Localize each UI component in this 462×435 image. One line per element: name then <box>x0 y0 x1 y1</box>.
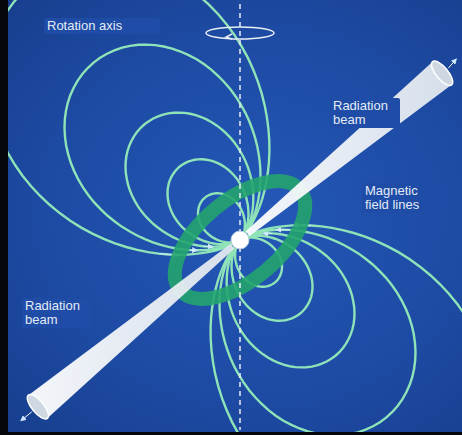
field-line <box>220 230 416 432</box>
text-label: Radiation beam <box>330 98 400 128</box>
radiation-beam <box>246 62 452 236</box>
field-line <box>65 45 261 251</box>
field-line <box>211 225 462 432</box>
field-line <box>8 0 269 255</box>
text-label: Magnetic field lines <box>362 183 448 213</box>
rotation-axis <box>239 4 241 430</box>
radiation-beam <box>28 244 234 418</box>
field-arrow <box>203 246 211 248</box>
beam-arrow <box>448 61 455 69</box>
neutron-star <box>231 231 249 249</box>
beam-cap <box>428 58 456 89</box>
beam-cap <box>24 391 52 422</box>
text-label: Rotation axis <box>44 18 160 34</box>
field-arrow <box>265 233 272 234</box>
field-arrow <box>278 229 289 230</box>
text-label: Radiation beam <box>22 298 92 328</box>
rotation-ring <box>206 27 274 39</box>
beam-arrow <box>22 412 31 420</box>
